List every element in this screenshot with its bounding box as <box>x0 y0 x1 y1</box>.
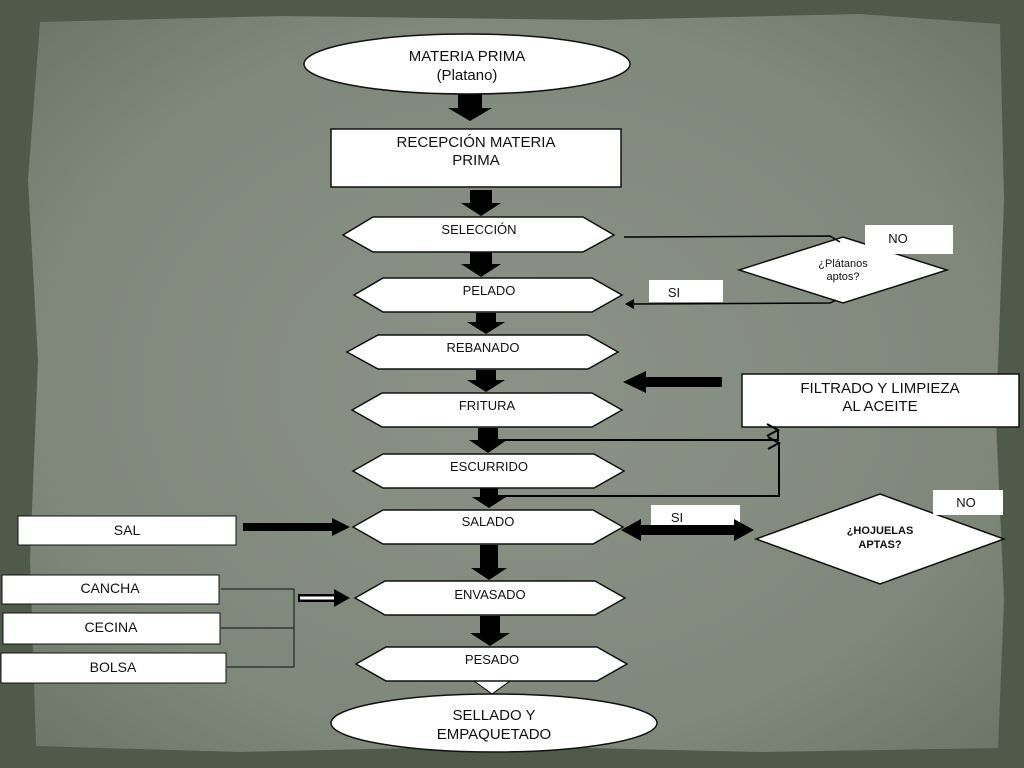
filtering-node: FILTRADO Y LIMPIEZA AL ACEITE <box>741 373 1020 428</box>
input-cancha-label: CANCHA <box>80 580 140 596</box>
start-label-line2: (Platano) <box>437 67 498 84</box>
reception-label-line2: PRIMA <box>452 152 500 169</box>
paper-background <box>28 14 1004 752</box>
decision-hojuelas-yes-box: SI <box>651 505 740 527</box>
input-sal: SAL <box>17 515 237 546</box>
block-arrow-4 <box>467 313 505 334</box>
step-fritura-label: FRITURA <box>459 398 516 413</box>
step-pelado-label: PELADO <box>463 283 516 298</box>
packaging-bracket <box>221 588 295 668</box>
start-node: MATERIA PRIMA (Platano) <box>303 33 631 95</box>
step-pelado: PELADO <box>352 277 624 313</box>
start-label-line1: MATERIA PRIMA <box>409 48 525 65</box>
decision-hojuelas-line1: ¿HOJUELAS <box>847 525 914 537</box>
input-sal-label: SAL <box>114 522 141 538</box>
step-salado: SALADO <box>351 509 625 545</box>
end-label-line1: SELLADO Y <box>452 707 535 724</box>
end-label-line2: EMPAQUETADO <box>437 726 551 743</box>
block-arrow-7 <box>472 488 506 508</box>
decision-hojuelas-no-box: NO <box>933 490 1003 515</box>
input-cecina: CECINA <box>2 612 221 645</box>
salado-hojuelas-double-arrow <box>621 519 754 541</box>
connector-escurrido-filtering <box>498 443 779 497</box>
step-fritura: FRITURA <box>350 392 624 428</box>
block-arrow-6 <box>469 428 507 453</box>
decision-platanos-no-label: NO <box>888 231 908 246</box>
step-pesado-label: PESADO <box>465 652 519 667</box>
packaging-arrow-inner <box>300 596 334 600</box>
filtering-to-fritura-arrow <box>623 371 722 393</box>
reception-node: RECEPCIÓN MATERIA PRIMA <box>330 128 622 188</box>
decision-platanos-line1: ¿Plátanos <box>818 258 868 270</box>
step-seleccion-label: SELECCIÓN <box>441 222 516 237</box>
block-arrow-3 <box>461 252 501 277</box>
end-node: SELLADO Y EMPAQUETADO <box>330 693 658 753</box>
sal-to-salado-arrow <box>243 518 350 536</box>
step-envasado-label: ENVASADO <box>454 587 525 602</box>
decision-hojuelas-line2: APTAS? <box>858 539 901 551</box>
decision-platanos-yes-box: SI <box>649 280 723 302</box>
block-arrow-2 <box>461 190 501 216</box>
input-cancha: CANCHA <box>1 574 220 605</box>
step-escurrido: ESCURRIDO <box>351 453 626 489</box>
step-escurrido-label: ESCURRIDO <box>450 459 528 474</box>
decision-hojuelas: ¿HOJUELAS APTAS? <box>753 493 1007 585</box>
block-arrow-8 <box>471 545 507 580</box>
reception-label-line1: RECEPCIÓN MATERIA <box>397 134 556 151</box>
block-arrow-9 <box>470 616 510 646</box>
input-cecina-label: CECINA <box>85 619 139 635</box>
block-arrow-1 <box>448 94 492 121</box>
connector-seleccion-decision <box>623 235 841 243</box>
filtering-label-line2: AL ACEITE <box>842 398 917 415</box>
step-rebanado: REBANADO <box>345 334 620 370</box>
input-bolsa: BOLSA <box>0 652 227 684</box>
main-flow-arrows <box>448 94 510 646</box>
step-pesado: PESADO <box>354 646 629 682</box>
step-seleccion: SELECCIÓN <box>341 216 616 253</box>
decision-hojuelas-no-label: NO <box>956 495 976 510</box>
decision-hojuelas-yes-label: SI <box>671 510 683 525</box>
block-arrow-5 <box>467 370 505 392</box>
decision-platanos-no-box: NO <box>865 225 953 254</box>
decision-platanos-line2: aptos? <box>826 271 859 283</box>
step-envasado: ENVASADO <box>353 580 627 616</box>
input-bolsa-label: BOLSA <box>90 659 137 675</box>
step-salado-label: SALADO <box>462 514 515 529</box>
filtering-label-line1: FILTRADO Y LIMPIEZA <box>800 380 959 397</box>
decision-platanos-yes-label: SI <box>668 285 680 300</box>
step-rebanado-label: REBANADO <box>447 340 520 355</box>
connector-decision-pelado <box>625 298 837 309</box>
